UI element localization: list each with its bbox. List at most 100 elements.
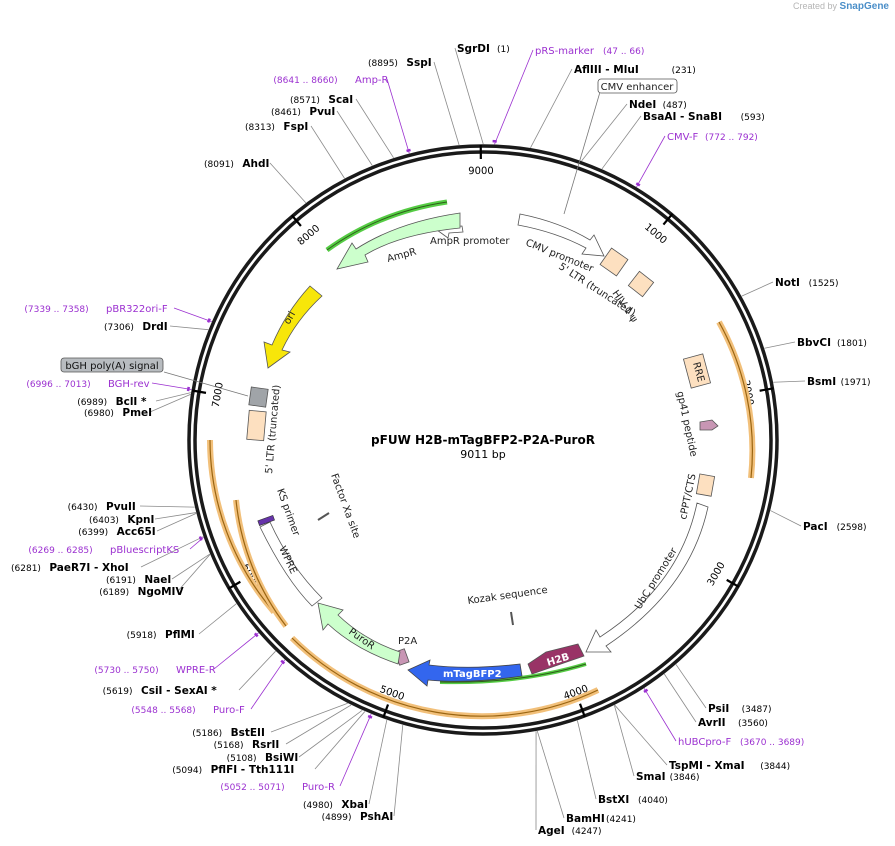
primer-label[interactable]: BGH-rev(6996 .. 7013) <box>26 379 149 390</box>
site-coord: (1971) <box>841 378 871 388</box>
site-name: RsrII <box>252 739 279 751</box>
site-label[interactable]: XbaI(4980) <box>303 799 368 811</box>
puror-feature[interactable] <box>317 602 401 665</box>
ori-feature[interactable] <box>263 285 323 369</box>
tick-mark <box>191 389 207 394</box>
site-label[interactable]: BamHI(4241) <box>566 813 636 825</box>
site-leader <box>663 673 697 723</box>
site-label[interactable]: AgeI(4247) <box>538 825 602 837</box>
site-label[interactable]: AflIII - MluI(231) <box>574 64 696 76</box>
site-label[interactable]: BsmI(1971) <box>807 376 871 388</box>
site-coord: (7306) <box>104 323 134 333</box>
ampr-promoter-label: AmpR promoter <box>430 236 510 247</box>
site-label[interactable]: PaeR7I - XhoI(6281) <box>11 562 129 574</box>
site-label[interactable]: FspI(8313) <box>245 121 308 133</box>
site-label[interactable]: ScaI(8571) <box>290 94 353 106</box>
site-label[interactable]: KpnI(6403) <box>89 514 154 526</box>
primer-label[interactable]: hUBCpro-F(3670 .. 3689) <box>678 737 804 748</box>
plasmid-size: 9011 bp <box>460 448 505 461</box>
gp41-arrow[interactable] <box>699 419 719 431</box>
ubc-promoter-feature[interactable] <box>585 502 709 653</box>
labels-layer: SgrDI(1) SspI(8895) AflIII - MluI(231) NdeI… <box>11 43 871 837</box>
site-leader <box>675 664 707 709</box>
primer-name: Amp-R <box>355 75 389 86</box>
site-coord: (5918) <box>127 631 157 641</box>
rre-box[interactable] <box>682 353 712 389</box>
site-label[interactable]: BstEII(5186) <box>192 727 265 739</box>
site-name: BamHI <box>566 813 605 825</box>
site-label[interactable]: AhdI(8091) <box>204 158 269 170</box>
primer-coord: (47 .. 66) <box>603 47 644 57</box>
factor-xa-label: Factor Xa site <box>328 472 362 540</box>
site-label[interactable]: NgoMIV(6189) <box>99 586 184 598</box>
site-label[interactable]: PacI(2598) <box>803 521 867 533</box>
site-label[interactable]: PmeI(6980) <box>84 407 152 419</box>
site-label[interactable]: PshAI(4899) <box>322 811 394 823</box>
site-name: Acc65I <box>117 526 156 538</box>
ks-primer-box[interactable] <box>257 514 275 526</box>
mtagbfp2-feature[interactable] <box>407 659 523 687</box>
site-label[interactable]: DrdI(7306) <box>104 321 168 333</box>
site-coord: (6281) <box>11 564 41 574</box>
site-label[interactable]: NdeI(487) <box>629 99 687 111</box>
h2b-feature[interactable] <box>527 643 585 675</box>
site-name: SmaI <box>636 771 666 783</box>
site-name: TspMI - XmaI <box>669 760 745 772</box>
site-label[interactable]: NotI(1525) <box>775 277 839 289</box>
site-label[interactable]: BclI *(6989) <box>77 396 147 408</box>
site-label[interactable]: AvrII(3560) <box>698 717 768 729</box>
primer-coord: (772 .. 792) <box>705 133 758 143</box>
site-label[interactable]: PflFI - Tth111I(5094) <box>172 764 294 776</box>
primer-label[interactable]: CMV-F(772 .. 792) <box>667 132 758 143</box>
primer-label[interactable]: pRS-marker(47 .. 66) <box>535 46 644 57</box>
primer-label[interactable]: Puro-R(5052 .. 5071) <box>220 782 335 793</box>
cmv-promoter-feature[interactable] <box>517 213 605 257</box>
site-leader <box>770 510 802 527</box>
ampr-feature[interactable] <box>325 199 461 270</box>
primer-label[interactable]: WPRE-R(5730 .. 5750) <box>94 665 215 676</box>
site-label[interactable]: PflMI(5918) <box>127 629 195 641</box>
site-leader <box>154 512 197 520</box>
cppt-box[interactable] <box>695 473 716 497</box>
primer-name: hUBCpro-F <box>678 737 731 748</box>
ltr5-box[interactable] <box>599 247 629 277</box>
site-label[interactable]: NaeI(6191) <box>106 574 171 586</box>
tick-mark <box>578 703 586 718</box>
primer-leader <box>643 688 677 742</box>
site-label[interactable]: PsiI(3487) <box>708 703 772 715</box>
site-name: XbaI <box>341 799 368 811</box>
primer-label[interactable]: Puro-F(5548 .. 5568) <box>131 705 245 716</box>
primer-bind-mark <box>206 318 211 323</box>
primer-coord: (5548 .. 5568) <box>131 706 195 716</box>
site-label[interactable]: CsiI - SexAI *(5619) <box>103 685 218 697</box>
site-label[interactable]: BbvCI(1801) <box>797 337 867 349</box>
site-leader <box>177 554 211 592</box>
site-label[interactable]: SspI(8895) <box>368 57 432 69</box>
primer-label[interactable]: Amp-R(8641 .. 8660) <box>273 75 388 86</box>
site-label[interactable]: RsrII(5168) <box>214 739 280 751</box>
site-label[interactable]: BstXI(4040) <box>598 794 668 806</box>
puro-arc-line <box>291 637 599 717</box>
primer-label[interactable]: pBR322ori-F(7339 .. 7358) <box>24 304 167 315</box>
site-label[interactable]: PvuII(6430) <box>68 501 136 513</box>
bgh-callout[interactable]: bGH poly(A) signal <box>60 357 249 397</box>
site-leader <box>298 709 363 758</box>
bgh-box[interactable] <box>248 386 269 408</box>
site-label[interactable]: Acc65I(6399) <box>78 526 155 538</box>
site-leader <box>269 162 307 204</box>
site-label[interactable]: SmaI(3846) <box>636 771 700 783</box>
cmv-enhancer-callout[interactable]: CMV enhancer <box>563 78 678 215</box>
site-label[interactable]: BsiWI(5108) <box>227 752 299 764</box>
primer-label[interactable]: pBluescriptKS(6269 .. 6285) <box>28 545 179 556</box>
site-coord: (8571) <box>290 96 320 106</box>
site-label[interactable]: BsaAI - SnaBI(593) <box>643 111 765 123</box>
ltr5b-box[interactable] <box>246 409 267 442</box>
site-label[interactable]: TspMI - XmaI(3844) <box>669 760 790 772</box>
site-label[interactable]: PvuI(8461) <box>271 106 335 118</box>
site-label[interactable]: SgrDI(1) <box>457 43 510 55</box>
ltr-left-arc-line <box>209 439 275 613</box>
tick-mark <box>382 704 390 719</box>
wpre-feature[interactable] <box>259 521 323 607</box>
hiv-psi-box[interactable] <box>627 270 655 298</box>
site-leader <box>368 719 388 805</box>
